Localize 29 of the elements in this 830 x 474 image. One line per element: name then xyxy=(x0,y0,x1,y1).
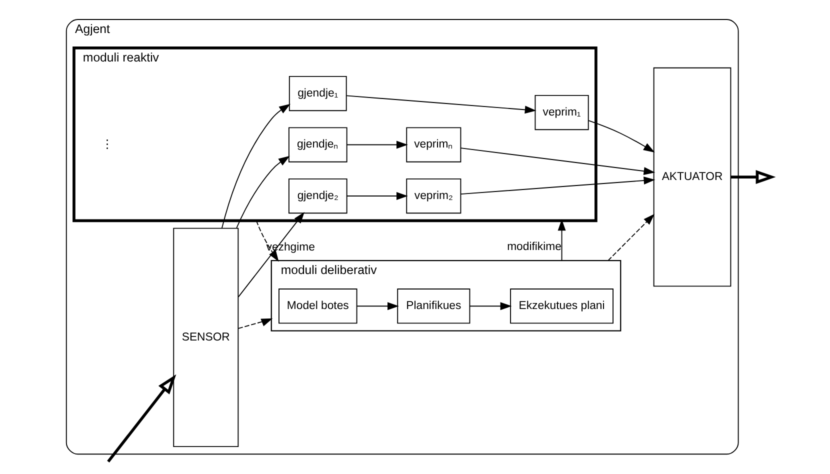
arrow xyxy=(346,95,536,114)
arrow xyxy=(460,176,655,195)
arrow xyxy=(346,192,408,200)
arrow xyxy=(346,140,408,149)
node-box: gjendje₁ xyxy=(288,76,346,112)
arrow xyxy=(220,104,290,228)
arrow xyxy=(236,156,290,228)
node-box: Planifikues xyxy=(396,288,470,324)
arrow xyxy=(468,302,512,310)
arrow xyxy=(237,318,272,329)
node-box: veprimₙ xyxy=(406,127,461,162)
arrow xyxy=(607,214,654,262)
node-box: SENSOR xyxy=(172,228,238,448)
node-box: gjendjeₙ xyxy=(288,127,347,162)
arrow xyxy=(557,219,566,262)
arrow xyxy=(237,212,304,298)
node-box: gjendje₂ xyxy=(288,178,347,214)
edge-label: modifikime xyxy=(506,240,561,253)
arrow xyxy=(460,148,655,176)
node-box: veprim₂ xyxy=(406,178,461,214)
label: ⋮ xyxy=(101,138,112,151)
node-box: veprim₁ xyxy=(534,94,588,130)
arrow xyxy=(106,374,176,463)
arrow xyxy=(356,302,398,310)
node-box: AKTUATOR xyxy=(652,67,731,287)
arrow xyxy=(588,120,654,152)
node-box: Ekzekutues plani xyxy=(510,288,613,324)
arrow xyxy=(730,170,776,184)
node-box: Model botes xyxy=(278,288,357,324)
